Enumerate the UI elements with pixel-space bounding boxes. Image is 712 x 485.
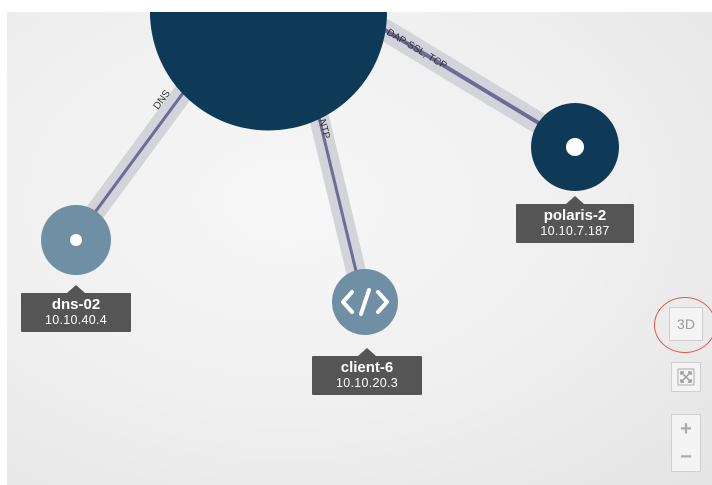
fit-to-screen-button[interactable]	[671, 362, 701, 392]
zoom-out-button[interactable]: −	[680, 446, 692, 468]
central-node[interactable]	[150, 0, 387, 131]
expand-icon	[677, 368, 695, 386]
code-icon	[341, 288, 389, 316]
edge-dns[interactable]	[66, 60, 210, 248]
node-dns-02[interactable]	[41, 205, 111, 275]
node-name: polaris-2	[543, 207, 607, 224]
node-name: client-6	[340, 359, 394, 376]
node-ip: 10.10.40.4	[44, 313, 108, 328]
circle-dot-icon	[70, 234, 82, 246]
zoom-controls: + −	[671, 414, 701, 472]
node-ip: 10.10.7.187	[540, 224, 610, 239]
toggle-3d-button[interactable]: 3D	[669, 307, 703, 341]
edge-label-ntp: NTP	[316, 118, 332, 140]
node-label-dns-02: dns-02 10.10.40.4	[21, 285, 131, 332]
node-label-polaris-2: polaris-2 10.10.7.187	[516, 196, 634, 243]
node-name: dns-02	[51, 296, 101, 313]
highlight-ring	[654, 297, 712, 353]
toggle-3d-label: 3D	[677, 316, 695, 332]
circle-dot-icon	[566, 138, 584, 156]
node-ip: 10.10.20.3	[335, 376, 399, 391]
node-label-client-6: client-6 10.10.20.3	[312, 348, 422, 395]
zoom-in-button[interactable]: +	[680, 418, 692, 440]
node-client-6[interactable]	[332, 269, 398, 335]
edge-label-ldap: DAP-SSL, TCP	[384, 27, 448, 72]
node-polaris-2[interactable]	[531, 103, 619, 191]
